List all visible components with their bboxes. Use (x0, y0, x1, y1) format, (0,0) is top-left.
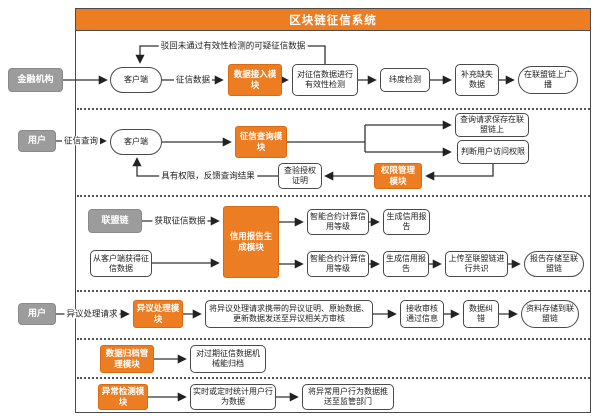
node-archive-expired-data: 对过期征信数据机械能归档 (190, 345, 266, 373)
lane-separator (77, 377, 590, 379)
node-data-correction: 数据纠错 (463, 300, 499, 328)
node-store-data-on-chain: 资料存储到联盟链 (521, 300, 579, 328)
node-fill-missing-data: 补充缺失数据 (455, 64, 499, 96)
edge-label-dispute-request: 异议处理请求 (64, 308, 120, 319)
node-validity-check: 对征信数据进行有效性检测 (292, 64, 358, 96)
lane-separator (77, 290, 590, 292)
node-permission-module: 权限管理模块 (374, 163, 422, 189)
actor-consortium-chain: 联盟链 (88, 209, 142, 233)
node-anomaly-module: 异常检测模块 (98, 384, 148, 410)
node-push-to-regulator: 将异常用户行为数据推送至监管部门 (302, 384, 394, 410)
node-send-dispute-for-review: 将异议处理请求携带的异议证明、原始数据、更新数据发送至异议相关方审核 (205, 300, 373, 328)
node-dispute-module: 异议处理模块 (133, 300, 183, 328)
node-verify-authorization: 查验授权证明 (278, 163, 322, 189)
lane-separator (77, 108, 590, 110)
edge-label-feedback-result: 具有权限，反馈查询结果 (159, 170, 257, 181)
edge-label-get-credit-data: 获取征信数据 (152, 215, 208, 226)
lane-separator (77, 195, 590, 197)
node-data-access-module: 数据接入模块 (228, 64, 282, 96)
node-stat-user-behavior: 实时或定时统计用户行为数据 (190, 384, 276, 410)
node-save-query-request: 查询请求保存在联盟链上 (455, 113, 529, 137)
node-receive-approval: 接收审核通过信息 (400, 300, 444, 328)
node-judge-access-rights: 判断用户访问权限 (457, 140, 529, 164)
edge-label-reject-suspicious: 驳回未通过有效性检测的可疑征信数据 (158, 40, 308, 51)
edge-label-credit-query: 征信查询 (61, 135, 101, 146)
node-dimension-check: 纬度检测 (380, 68, 430, 92)
node-upload-for-consensus: 上传至联盟链进行共识 (445, 251, 508, 277)
node-generate-report-2: 生成信用报告 (383, 251, 429, 277)
node-smart-contract-rating-2: 智能合约计算信用等级 (307, 251, 369, 277)
node-smart-contract-rating-1: 智能合约计算信用等级 (307, 209, 369, 235)
actor-user-query: 用户 (18, 130, 56, 152)
lane-separator (77, 338, 590, 340)
node-report-generation-module: 信用报告生成模块 (223, 206, 279, 278)
node-generate-report-1: 生成信用报告 (383, 209, 430, 235)
actor-user-dispute: 用户 (18, 303, 56, 325)
actor-financial-institution: 金融机构 (8, 68, 63, 92)
node-get-data-from-client: 从客户端获得征信数据 (90, 250, 152, 277)
node-client-1: 客户端 (110, 67, 162, 93)
node-credit-query-module: 征信查询模块 (235, 126, 287, 158)
diagram-title: 区块链征信系统 (75, 8, 591, 31)
edge-label-credit-data: 征信数据 (173, 74, 213, 85)
node-archive-module: 数据归档管理模块 (100, 345, 154, 373)
node-broadcast-on-chain: 在联盟链上广播 (518, 66, 578, 94)
node-store-report-on-chain: 报告存储至联盟链 (524, 251, 584, 277)
node-client-2: 客户端 (110, 129, 162, 155)
